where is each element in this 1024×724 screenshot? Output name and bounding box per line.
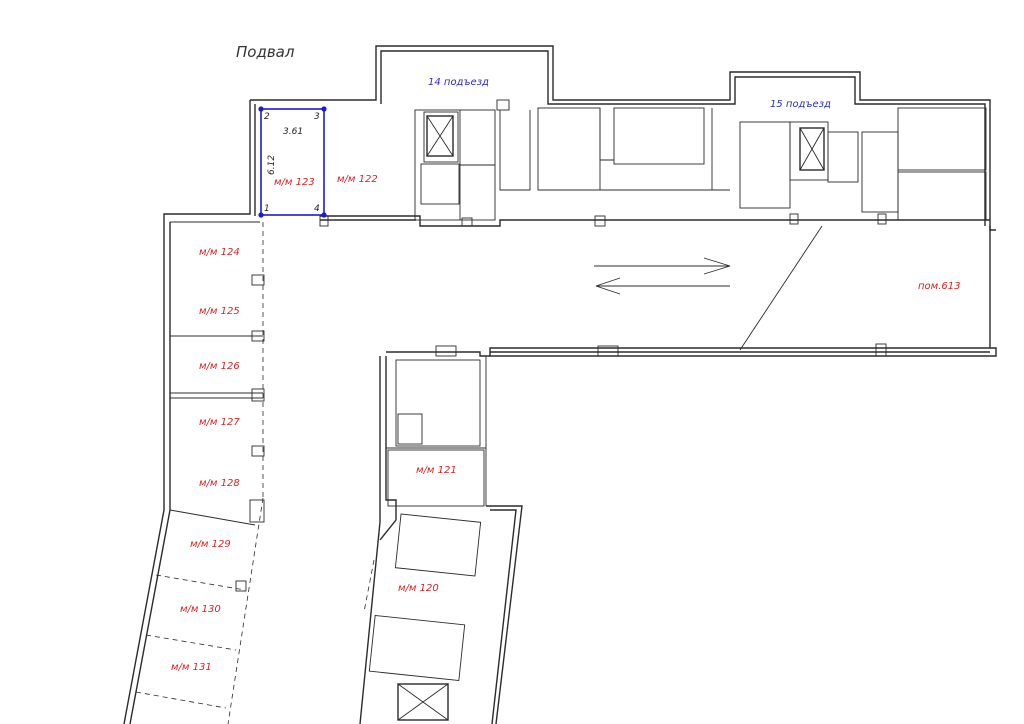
unit-label-121: м/м 121 [416,465,457,476]
spot-width-dimension: 3.61 [283,127,303,137]
corner-point-4[interactable] [321,212,327,218]
ramp-and-room-walls [489,225,997,357]
corner-label-1: 1 [264,204,270,214]
unit-label-122: м/м 122 [337,174,378,185]
unit-label-129: м/м 129 [190,539,231,550]
corner-point-1[interactable] [258,212,264,218]
unit-label-127: м/м 127 [199,417,240,428]
unit-label-123: м/м 123 [274,177,315,188]
plan-title: Подвал [236,43,295,61]
room-label-613: пом.613 [918,281,960,292]
unit-label-124: м/м 124 [199,247,240,258]
traffic-direction-arrows [594,257,731,295]
corner-label-3: 3 [314,112,320,122]
unit-label-130: м/м 130 [180,604,221,615]
unit-label-125: м/м 125 [199,306,240,317]
spot-height-dimension: 6.12 [267,155,277,175]
selected-parking-spot[interactable]: 1 2 3 4 3.61 6.12 м/м 123 [258,106,327,218]
entrance-labels: 14 подъезд 15 подъезд [428,77,831,110]
entrance-14-label: 14 подъезд [428,77,489,88]
unit-label-131: м/м 131 [171,662,212,673]
left-parking-column [123,221,265,724]
top-building-walls [163,45,996,231]
lower-central-block [359,345,523,724]
unit-label-126: м/м 126 [199,361,240,372]
unit-label-128: м/м 128 [199,478,240,489]
corner-point-3[interactable] [321,106,327,112]
unit-label-120: м/м 120 [398,583,439,594]
corner-point-2[interactable] [258,106,264,112]
selected-spot-outline[interactable] [260,108,325,216]
unit-labels: м/м 122 м/м 124 м/м 125 м/м 126 м/м 127 … [171,174,960,673]
corner-label-2: 2 [264,112,270,122]
corner-label-4: 4 [314,204,320,214]
entrance-15-label: 15 подъезд [770,99,831,110]
